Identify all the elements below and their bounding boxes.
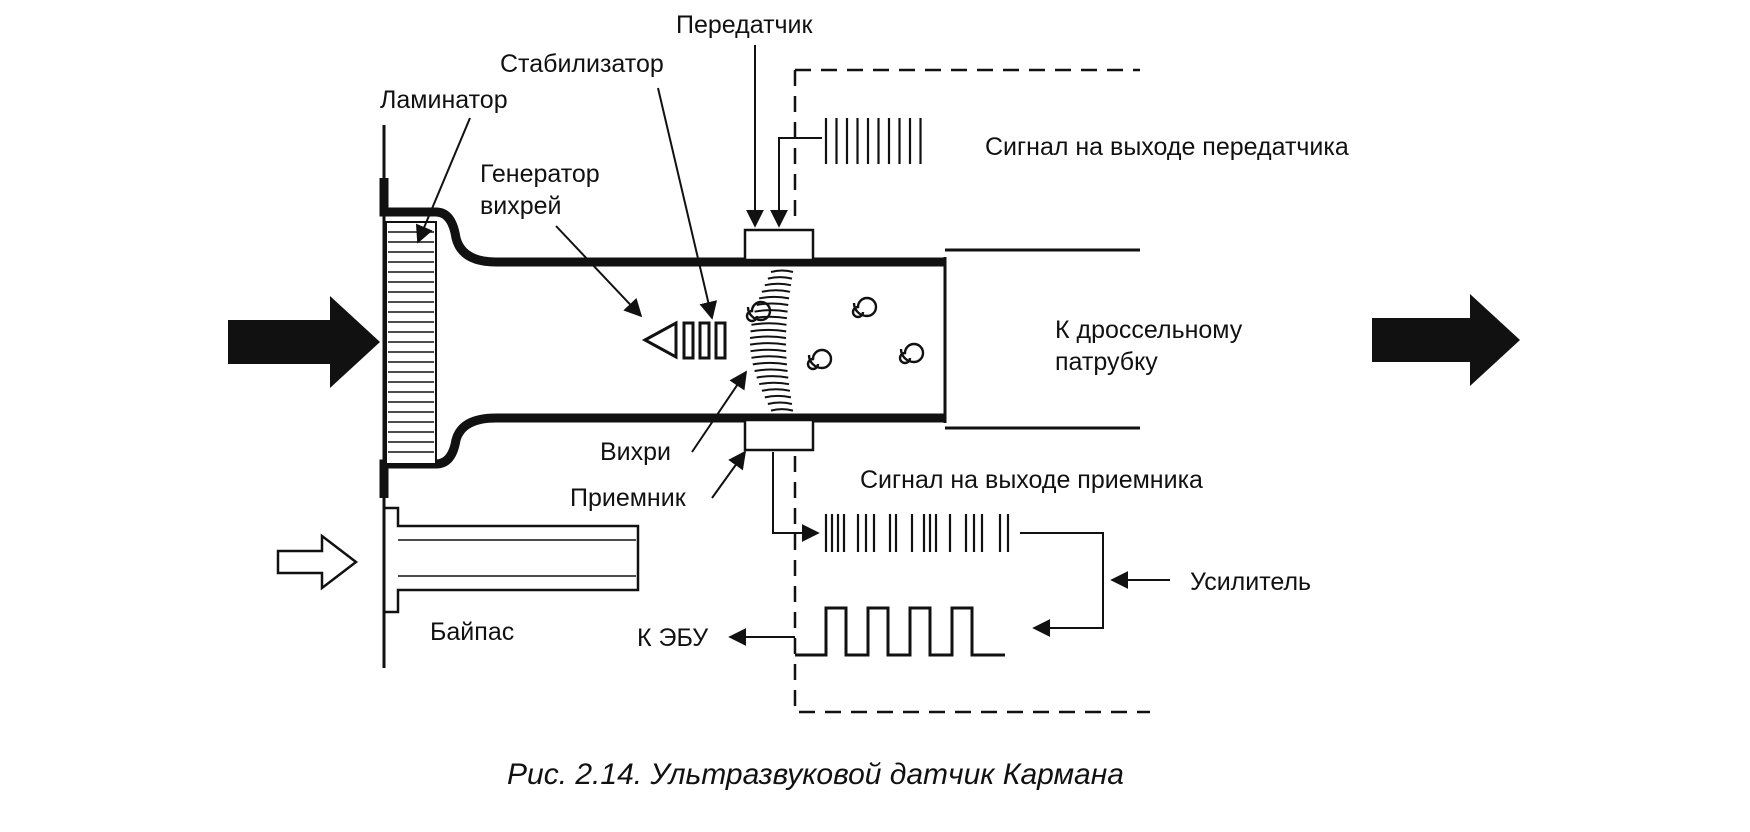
inlet-flow-arrow [228,296,380,388]
wavefront-arc [750,328,787,333]
laminator-leader [415,117,471,244]
receiver-feed-line [772,452,820,542]
outlet-flow-arrow [1372,294,1520,386]
vortices-leader [691,370,748,453]
label-vortices: Вихри [600,438,671,466]
wavefront-arc [749,342,787,346]
wavefront-arc [770,408,794,412]
vortex-generator [641,320,678,360]
figure-caption: Рис. 2.14. Ультразвуковой датчик Кармана [507,758,1124,791]
wavefront-arc [751,355,787,359]
wavefront-arc [751,322,787,326]
wavefront-arc [754,368,788,372]
label-to-throttle-line2: патрубку [1055,348,1158,376]
transmitter-block [743,228,815,262]
wavefront-arc [764,394,792,399]
receiver-signal-pulses [824,514,1010,552]
electronics-box [793,68,1150,714]
label-vortex-generator-line2: вихрей [480,192,562,220]
label-amplifier: Усилитель [1190,568,1311,596]
label-receiver: Приемник [570,484,687,512]
wavefront-arc [749,335,787,339]
ultrasound-wavefronts [749,269,794,412]
main-tube [379,178,1140,498]
transmitter-feed-line [770,137,822,228]
bypass-flow-arrow [276,533,359,591]
wavefront-arc [764,282,792,287]
label-bypass: Байпас [430,618,514,646]
label-to-throttle-line1: К дроссельному [1055,316,1243,344]
wavefront-arc [767,401,793,405]
label-stabilizer: Стабилизатор [500,50,664,78]
label-transmitter-signal: Сигнал на выходе передатчика [985,133,1349,161]
wavefront-arc [770,269,794,273]
receiver-block [743,418,815,452]
label-transmitter: Передатчик [676,11,814,39]
wavefront-arc [750,348,787,353]
label-to-ecu: К ЭБУ [637,624,708,652]
wavefront-arc [761,289,791,293]
label-laminator: Ламинатор [380,86,508,114]
wavefront-arc [756,302,789,306]
laminator-grille [385,221,437,465]
stabilizer-bars [682,321,727,360]
label-receiver-signal: Сигнал на выходе приемника [860,466,1203,494]
wavefront-arc [758,381,790,386]
stabilizer-leader [657,87,718,320]
receiver-leader [711,450,747,499]
wavefront-arc [761,388,791,392]
square-wave-output [795,606,1005,657]
bypass-channel [384,506,640,614]
transmitter-signal-pulses [824,118,922,164]
wavefront-arc [752,361,788,366]
amplifier-path [1020,532,1104,637]
wavefront-arc [767,276,793,280]
vortex-swirls [745,296,925,371]
label-vortex-generator-line1: Генератор [480,160,600,188]
wavefront-arc [758,295,790,300]
vortex-generator-leader [555,225,643,318]
wavefront-arc [756,375,789,379]
